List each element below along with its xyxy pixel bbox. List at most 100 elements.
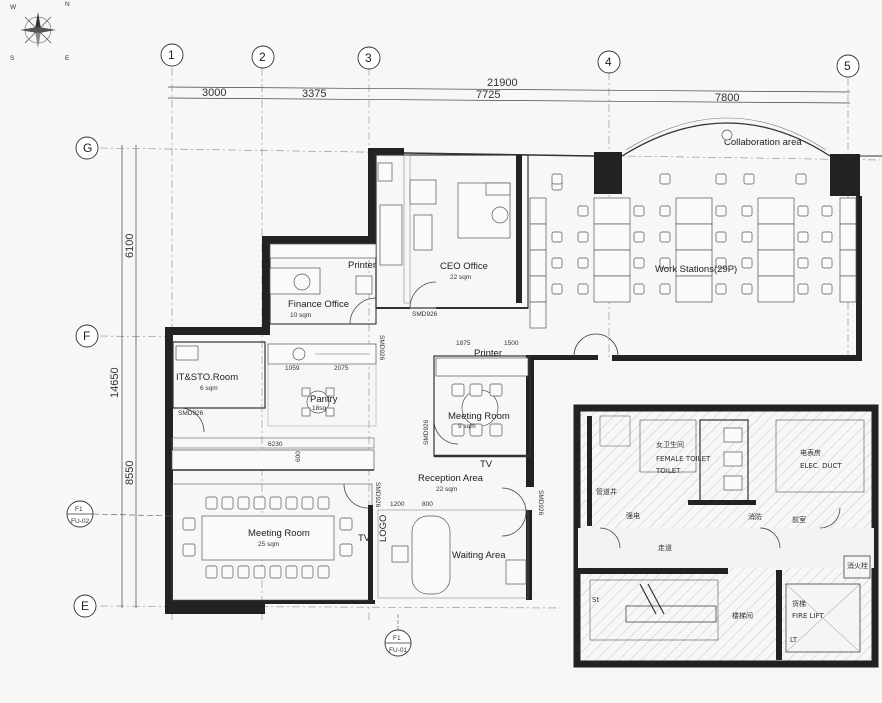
section-left-sheet: FU-02 <box>71 518 89 525</box>
chair <box>577 257 589 269</box>
workstation-desk <box>529 223 547 251</box>
chair <box>633 283 645 295</box>
workstation-desk <box>757 275 795 303</box>
section-left-ref: F1 <box>75 506 83 513</box>
chair <box>743 173 755 185</box>
chair <box>489 423 503 437</box>
storage-cabinet-band <box>171 437 375 471</box>
dim-vertical-span-2: 8550 <box>124 461 136 485</box>
reception-area: 22 sqm <box>436 486 457 493</box>
pantry-area: 18sq <box>312 405 326 412</box>
workstation-desk <box>675 275 713 303</box>
workstation-desk <box>839 223 857 251</box>
workstation-desk <box>675 223 713 251</box>
chair <box>715 257 727 269</box>
chair <box>551 231 563 243</box>
kitchen-dim-1: 1059 <box>285 365 300 372</box>
chair <box>797 205 809 217</box>
section-mark-bottom <box>384 612 412 657</box>
workstation-desk <box>529 249 547 277</box>
tv-small-label: TV <box>480 459 493 470</box>
core-toilet-sub: TOILET <box>655 467 681 475</box>
chair <box>551 283 563 295</box>
dimension-lines <box>121 86 851 608</box>
dim-span-3: 7725 <box>476 89 500 101</box>
chair <box>659 205 671 217</box>
waiting-area-label: Waiting Area <box>452 550 506 561</box>
workstation-desk <box>839 197 857 225</box>
workstation-desks <box>529 173 857 329</box>
workstation-desk <box>839 275 857 303</box>
chair <box>551 173 563 185</box>
chair <box>821 205 833 217</box>
workstation-desk <box>757 223 795 251</box>
compass-n-label: N <box>65 1 70 8</box>
workstation-desk <box>529 197 547 225</box>
meeting-small-area: 9 sqm <box>458 423 476 430</box>
collaboration-area-label: Collaboration area <box>724 137 802 148</box>
ceo-office-label: CEO Office <box>440 261 488 272</box>
dim-span-2: 3375 <box>302 88 326 100</box>
building-core <box>573 404 879 668</box>
core-corridor: 走道 <box>658 543 672 552</box>
chair <box>469 383 483 397</box>
chair <box>237 565 250 579</box>
pantry-label: Pantry <box>310 394 338 405</box>
chair <box>339 543 353 557</box>
core-elec-cn: 电表房 <box>800 448 821 457</box>
door-code-reception: SMD926 <box>537 490 544 516</box>
waiting-dim-2: 800 <box>422 501 433 508</box>
chair <box>339 517 353 531</box>
chair <box>269 565 282 579</box>
core-fire-duct: 消防 <box>748 512 762 521</box>
outer-walls <box>165 148 862 614</box>
chair <box>285 565 298 579</box>
door-code-meeting-small: SMD926 <box>423 419 430 445</box>
chair <box>659 257 671 269</box>
workstation-desk <box>593 275 631 303</box>
chair <box>633 231 645 243</box>
large-meeting-chairs <box>182 496 353 579</box>
chair <box>451 423 465 437</box>
tv-large-label: TV <box>358 533 371 544</box>
it-room-label: IT&STO.Room <box>176 372 238 383</box>
reception-label: Reception Area <box>418 473 484 484</box>
core-female-toilet: FEMALE TOILET <box>656 455 711 463</box>
it-room-area: 6 sqm <box>200 385 218 392</box>
printer-label-mid: Printer <box>474 348 502 359</box>
small-meeting-room <box>433 355 531 458</box>
collaboration-arc-inner <box>625 117 827 151</box>
workstation-desk <box>529 275 547 303</box>
chair <box>301 496 314 510</box>
core-lift-cn: 货梯 <box>792 599 806 608</box>
section-bottom-sheet: FU-01 <box>389 647 407 654</box>
it-storage-room <box>172 341 266 433</box>
workstation-desk <box>529 301 547 329</box>
chair <box>795 173 807 185</box>
ceo-office <box>375 154 529 309</box>
meeting-large-label: Meeting Room <box>248 528 310 539</box>
chair <box>221 496 234 510</box>
large-meeting-room <box>171 483 373 601</box>
compass-rose <box>20 12 56 48</box>
chair <box>715 283 727 295</box>
dim-span-4: 7800 <box>715 92 739 104</box>
door-code-finance: SMD926 <box>378 335 385 361</box>
chair <box>797 283 809 295</box>
chair <box>577 205 589 217</box>
waiting-dim-1: 1200 <box>390 501 405 508</box>
finance-office-label: Finance Office <box>288 299 349 310</box>
core-pipe: 管道井 <box>596 487 617 496</box>
grid-column-bubbles <box>160 43 860 78</box>
printer-dim-1: 1875 <box>456 340 471 347</box>
core-lt: LT <box>790 636 798 644</box>
kitchen-dim-2: 2075 <box>334 365 349 372</box>
grid-row-e: E <box>81 599 89 613</box>
grid-col-4: 4 <box>605 55 612 69</box>
chair <box>253 496 266 510</box>
grid-row-g: G <box>83 141 92 155</box>
ceo-office-area: 22 sqm <box>450 274 471 281</box>
chair <box>741 231 753 243</box>
grid-row-bubbles <box>73 136 99 618</box>
workstations-label: Work Stations(29P) <box>655 264 737 275</box>
